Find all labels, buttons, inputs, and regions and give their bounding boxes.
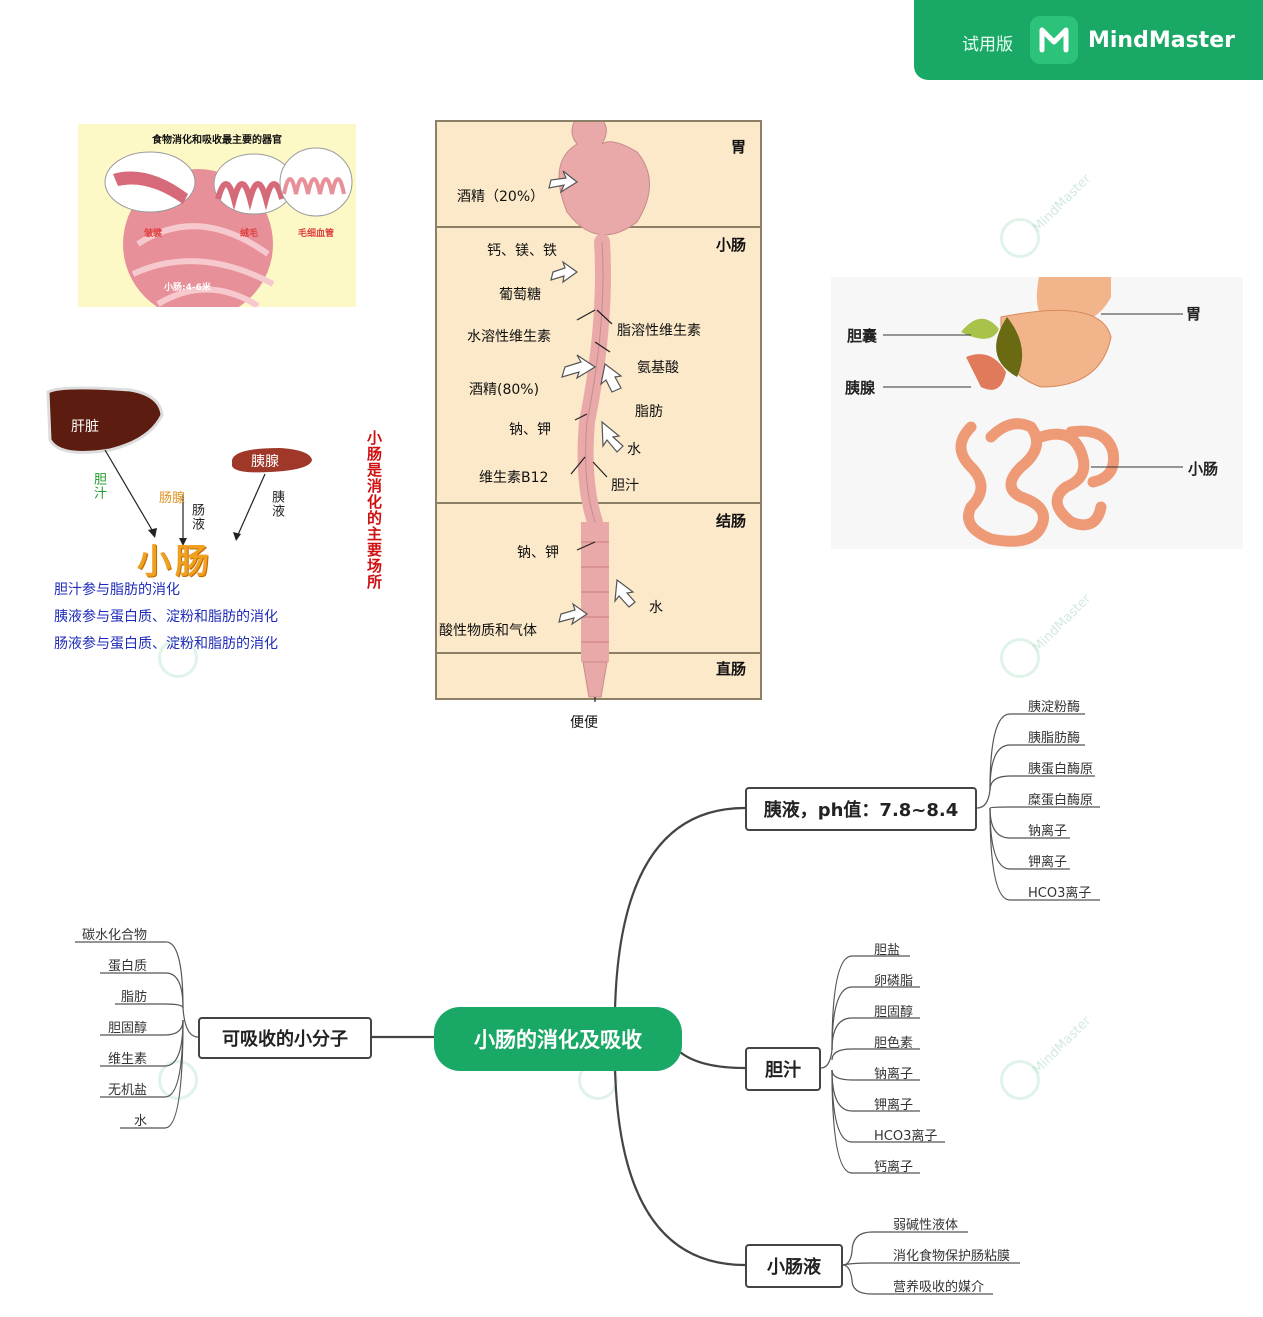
leaf-sodium-ion[interactable]: 钠离子 (1028, 824, 1068, 839)
label-fat-vitamin: 脂溶性维生素 (617, 323, 701, 339)
label-na-k-colon: 钠、钾 (517, 545, 559, 561)
leaf-bile-potassium[interactable]: 钾离子 (874, 1098, 914, 1113)
bile-label: 胆汁 (91, 472, 106, 500)
leaf-chymotrypsinogen[interactable]: 糜蛋白酶原 (1028, 793, 1094, 808)
leaf-bilirubin[interactable]: 胆色素 (874, 1036, 914, 1051)
label-acid-gas: 酸性物质和气体 (439, 623, 537, 639)
label-water: 水 (627, 442, 641, 458)
digestive-organ-figure: 胆囊 胰腺 胃 小肠 (831, 277, 1243, 549)
trial-badge[interactable]: 试用版 MindMaster (914, 0, 1263, 80)
leaf-lecithin[interactable]: 卵磷脂 (874, 974, 914, 989)
gi-tract-illustration (548, 122, 650, 702)
intestinal-gland-label: 肠腺 (159, 491, 186, 506)
leaf-weak-alkaline[interactable]: 弱碱性液体 (893, 1218, 959, 1233)
intestine-illustration (104, 147, 353, 307)
brand-name: MindMaster (1088, 28, 1235, 53)
watermark-icon (1000, 218, 1040, 258)
leaf-absorption-medium[interactable]: 营养吸收的媒介 (893, 1280, 985, 1295)
mindmap-pancreatic-node[interactable]: 胰液，ph值：7.8~8.4 (745, 787, 977, 831)
label-water-vitamin: 水溶性维生素 (467, 329, 551, 345)
note-pancreatic: 胰液参与蛋白质、淀粉和脂肪的消化 (54, 609, 278, 625)
leaf-pancreatic-amylase[interactable]: 胰淀粉酶 (1028, 700, 1081, 715)
villi-label: 绒毛 (240, 229, 259, 239)
region-small-intestine: 小肠 (715, 236, 746, 254)
region-divider (437, 502, 760, 504)
small-intestine-title: 小肠 (137, 542, 213, 582)
leaf-water[interactable]: 水 (134, 1114, 148, 1129)
mindmap-bile-node[interactable]: 胆汁 (745, 1047, 821, 1091)
leaf-protect-mucosa[interactable]: 消化食物保护肠粘膜 (893, 1249, 1011, 1264)
label-amino-acid: 氨基酸 (637, 360, 679, 376)
label-bile: 胆汁 (611, 478, 639, 494)
leaf-fat[interactable]: 脂肪 (121, 990, 148, 1005)
label-fat: 脂肪 (635, 404, 663, 420)
main-site-note: 小肠是消化的主要场所 (365, 430, 383, 590)
fold-label: 皱襞 (144, 229, 163, 239)
figure-title: 食物消化和吸收最主要的器官 (152, 135, 282, 146)
watermark-text: MindMaster (1030, 171, 1095, 236)
length-label: 小肠:4-6米 (164, 283, 211, 293)
capillary-label: 毛细血管 (298, 229, 335, 239)
gallbladder-label: 胆囊 (847, 327, 878, 345)
watermark-icon (1000, 638, 1040, 678)
region-colon: 结肠 (715, 512, 746, 530)
mindmaster-logo-icon (1030, 16, 1078, 64)
leaf-bile-bicarbonate[interactable]: HCO3离子 (874, 1129, 938, 1144)
label-alcohol20: 酒精（20%） (457, 189, 545, 205)
leaf-bicarbonate-ion[interactable]: HCO3离子 (1028, 886, 1092, 901)
small-intestine-label: 小肠 (1188, 460, 1219, 478)
region-rectum: 直肠 (715, 660, 746, 678)
mindmap-absorbable-node[interactable]: 可吸收的小分子 (198, 1017, 372, 1059)
region-stomach: 胃 (730, 138, 746, 156)
leaf-bile-cholesterol[interactable]: 胆固醇 (874, 1005, 914, 1020)
leaf-calcium-ion[interactable]: 钙离子 (874, 1160, 914, 1175)
leaf-protein[interactable]: 蛋白质 (108, 959, 148, 974)
leaf-vitamin[interactable]: 维生素 (108, 1052, 148, 1067)
leaf-trypsinogen[interactable]: 胰蛋白酶原 (1028, 762, 1094, 777)
organ-illustration (883, 277, 1183, 547)
juice-notes: 胆汁参与脂肪的消化 胰液参与蛋白质、淀粉和脂肪的消化 肠液参与蛋白质、淀粉和脂肪… (54, 577, 278, 658)
leaf-bile-sodium[interactable]: 钠离子 (874, 1067, 914, 1082)
stomach-label: 胃 (1186, 305, 1202, 323)
leaf-bile-salt[interactable]: 胆盐 (874, 943, 901, 958)
pancreatic-juice-label: 胰液 (269, 490, 284, 518)
watermark-icon (158, 1060, 198, 1100)
label-water-colon: 水 (649, 600, 663, 616)
watermark-text: MindMaster (1030, 591, 1095, 656)
trial-label: 试用版 (962, 35, 1013, 55)
intestinal-juice-label: 肠液 (189, 503, 204, 531)
mindmap-intestinal-juice-node[interactable]: 小肠液 (745, 1244, 843, 1288)
note-intestinal: 肠液参与蛋白质、淀粉和脂肪的消化 (54, 636, 278, 652)
gi-tract-figure: 胃 小肠 结肠 直肠 酒精（20%） 钙、镁、铁 葡萄糖 水溶性维生素 脂溶性维… (435, 120, 762, 702)
leaf-carbohydrate[interactable]: 碳水化合物 (82, 928, 148, 943)
label-ca-mg-fe: 钙、镁、铁 (487, 243, 557, 259)
label-glucose: 葡萄糖 (499, 287, 541, 303)
watermark-icon (158, 638, 198, 678)
pancreas-organ-label: 胰腺 (845, 379, 876, 397)
leaf-pancreatic-lipase[interactable]: 胰脂肪酶 (1028, 731, 1081, 746)
liver-label: 肝脏 (71, 419, 99, 435)
label-feces: 便便 (570, 715, 598, 731)
mindmap-center-node[interactable]: 小肠的消化及吸收 (434, 1007, 682, 1071)
mindmap-connectors (75, 713, 1100, 1295)
leaf-potassium-ion[interactable]: 钾离子 (1028, 855, 1068, 870)
leaf-mineral[interactable]: 无机盐 (108, 1083, 148, 1098)
label-vitamin-b12: 维生素B12 (479, 470, 549, 486)
pancreas-label: 胰腺 (251, 454, 279, 470)
watermark-icon (1000, 1060, 1040, 1100)
label-na-k: 钠、钾 (509, 422, 551, 438)
label-alcohol80: 酒精(80%) (469, 382, 540, 398)
intestine-structure-figure: 食物消化和吸收最主要的器官 皱襞 绒毛 毛细血管 小肠:4-6米 (78, 124, 356, 307)
note-bile: 胆汁参与脂肪的消化 (54, 582, 180, 598)
leaf-cholesterol[interactable]: 胆固醇 (108, 1021, 148, 1036)
liver-pancreas-arrows (46, 386, 312, 546)
